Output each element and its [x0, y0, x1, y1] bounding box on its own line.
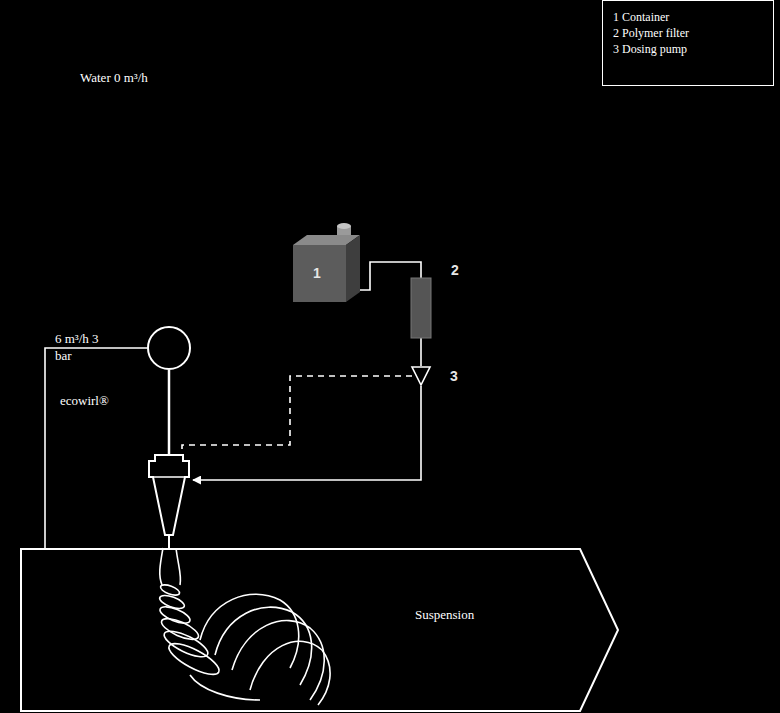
pipe-line	[168, 370, 171, 455]
dashed-line	[182, 376, 412, 455]
legend-text: 3 Dosing pump	[613, 42, 687, 56]
legend-entry: 3 Dosing pump	[613, 41, 773, 57]
dosing-pump-outline	[412, 366, 430, 386]
swirl-mixer	[158, 548, 330, 705]
node-label: Suspension	[415, 606, 535, 623]
node-label: ecowirl®	[60, 392, 140, 409]
flow-label: Water 0 m³/h	[80, 69, 148, 86]
legend-text: 1 Container	[613, 10, 669, 24]
suspension-pipe-outline	[20, 548, 620, 712]
pipe-line	[420, 338, 422, 366]
container-outline	[293, 235, 360, 302]
ecowirl-mixer-outline	[145, 455, 193, 535]
pipe-line	[168, 535, 170, 548]
dosing-pump: 3	[412, 366, 430, 386]
legend-entry: 2 Polymer filter	[613, 25, 773, 41]
feed-pump-outline	[147, 326, 191, 370]
legend-text: 2 Polymer filter	[613, 26, 689, 40]
callout-number: 3	[450, 368, 470, 385]
ecowirl-mixer: ecowirl®	[145, 455, 193, 535]
container: 1	[293, 235, 360, 302]
pipe-line	[45, 348, 147, 548]
pipe-line	[193, 386, 421, 480]
callout-number: 1	[313, 265, 333, 282]
polymer-filter: 2	[411, 278, 431, 338]
feed-pump: 6 m³/h 3 bar	[147, 326, 191, 370]
node-label: 6 m³/h 3 bar	[55, 330, 110, 364]
polymer-filter-outline	[411, 278, 431, 338]
legend-entry: 1 Container	[613, 9, 773, 25]
suspension-pipe: Suspension	[20, 548, 620, 712]
legend-box: 1 Container 2 Polymer filter 3 Dosing pump	[602, 0, 774, 86]
callout-number: 2	[451, 262, 471, 279]
